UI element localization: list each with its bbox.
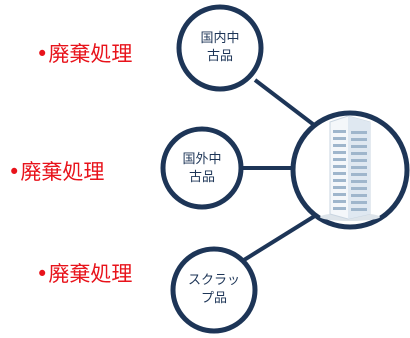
building-window — [351, 166, 367, 169]
disposal-label-1: •廃棄処理 — [36, 42, 133, 66]
building-window — [351, 152, 367, 155]
server-building-icon — [320, 115, 380, 221]
node-text-1-line1: 国内中 — [200, 31, 240, 46]
building-window — [333, 165, 346, 168]
building-window — [351, 159, 367, 162]
node-text-1-line2: 古品 — [206, 49, 233, 64]
building-window — [351, 180, 367, 183]
connector-line-3 — [242, 212, 320, 262]
building-window — [333, 207, 346, 210]
building-window — [333, 151, 346, 154]
node-text-3: スクラッ プ品 — [179, 272, 249, 308]
node-circle-3 — [170, 246, 258, 334]
building-window — [333, 144, 346, 147]
node-circle-2 — [160, 126, 244, 210]
building-window — [333, 200, 346, 203]
building-window — [351, 145, 367, 148]
building-window — [351, 208, 367, 211]
disposal-label-2: •廃棄処理 — [8, 160, 105, 184]
disposal-label-3: •廃棄処理 — [36, 262, 133, 286]
building-window — [333, 186, 346, 189]
connector-line-1 — [253, 78, 320, 130]
building-window — [351, 194, 367, 197]
building-window — [333, 130, 346, 133]
node-text-2: 国外中 古品 — [167, 151, 237, 187]
building-window — [351, 138, 367, 141]
node-circle-1 — [176, 4, 264, 92]
building-window — [351, 173, 367, 176]
building-window — [333, 158, 346, 161]
node-text-1: 国内中 古品 — [185, 30, 255, 66]
building-window — [351, 187, 367, 190]
node-text-2-line1: 国外中 — [182, 152, 222, 167]
node-text-2-line2: 古品 — [188, 170, 215, 185]
building-window — [351, 131, 367, 134]
building-window — [351, 201, 367, 204]
building-window — [333, 193, 346, 196]
building-window — [333, 172, 346, 175]
node-text-3-line1: スクラッ — [187, 273, 240, 288]
node-text-3-line2: プ品 — [200, 291, 227, 306]
building-window — [333, 137, 346, 140]
building-window — [333, 179, 346, 182]
